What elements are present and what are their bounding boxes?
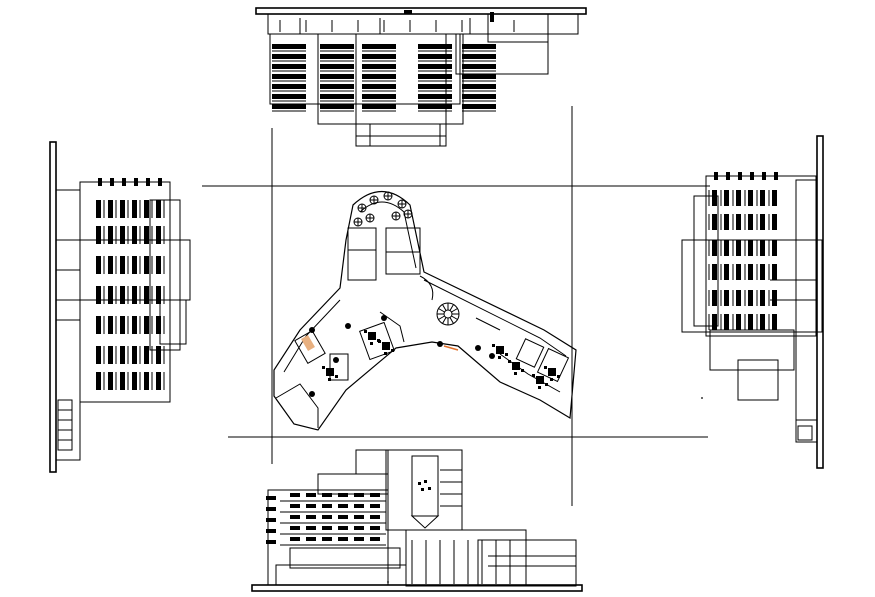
- column-marks: [309, 315, 495, 397]
- tree-symbol-icon: [353, 191, 413, 227]
- dot-mark: [387, 581, 389, 583]
- left-elevation: [49, 141, 191, 473]
- spiral-stair-icon: [436, 302, 460, 326]
- dot-mark: [701, 397, 703, 399]
- bottom-elevation: [251, 449, 583, 592]
- furniture-groups: [322, 330, 560, 389]
- top-elevation: [255, 7, 587, 147]
- reference-lines: [202, 106, 710, 506]
- floor-plan: [273, 191, 577, 431]
- right-elevation: [681, 135, 824, 469]
